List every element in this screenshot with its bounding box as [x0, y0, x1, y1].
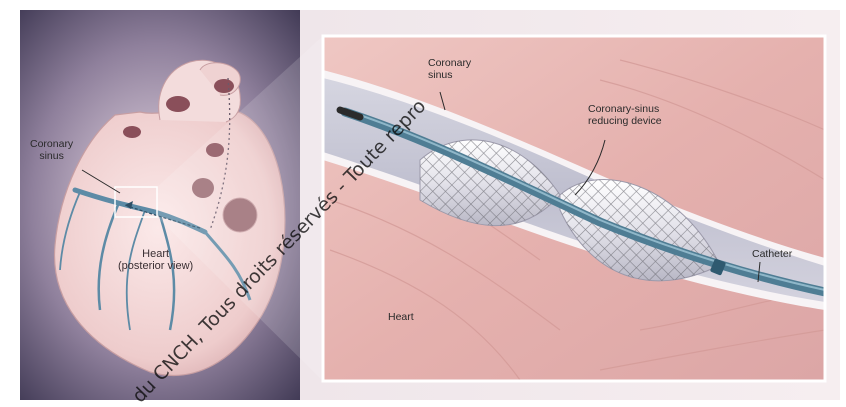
label-catheter: Catheter	[752, 248, 792, 260]
label-coronary-sinus: Coronary sinus	[30, 138, 73, 162]
inset-magnified-view	[323, 36, 825, 381]
label-reducing-device: Coronary-sinus reducing device	[588, 103, 662, 127]
label-heart-posterior-view: Heart (posterior view)	[118, 248, 193, 272]
label-heart-inset: Heart	[388, 311, 414, 323]
label-coronary-sinus-inset: Coronary sinus	[428, 57, 471, 81]
